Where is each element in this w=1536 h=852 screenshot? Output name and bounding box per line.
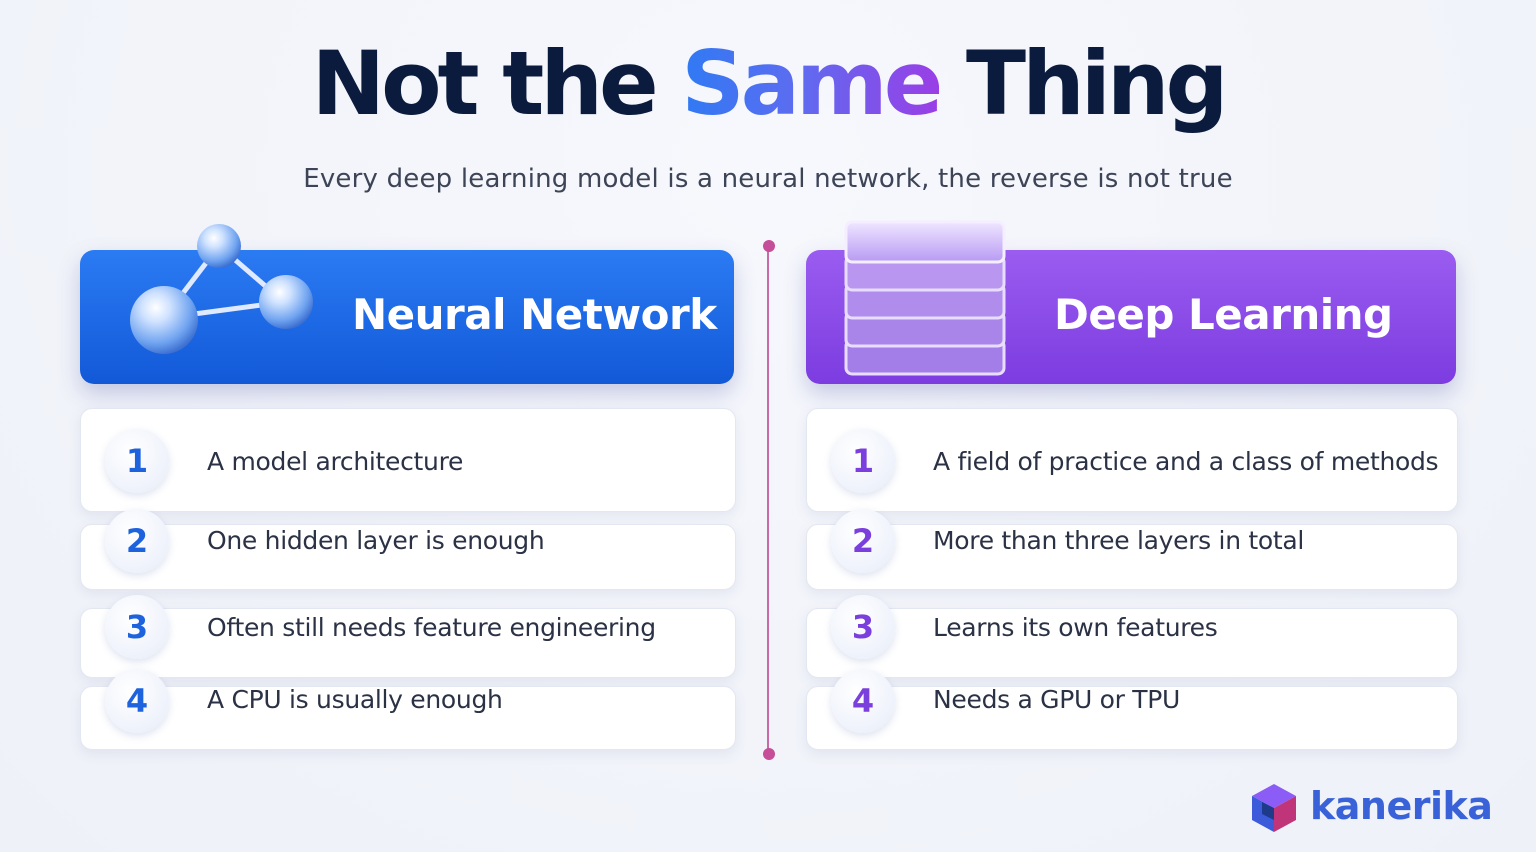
list-item: 4 Needs a GPU or TPU	[806, 669, 1458, 750]
number-badge: 2	[831, 509, 895, 573]
list-item: 3 Learns its own features	[806, 595, 1458, 678]
list-item: 2 More than three layers in total	[806, 509, 1458, 590]
item-text: A field of practice and a class of metho…	[933, 447, 1439, 476]
item-text: More than three layers in total	[933, 526, 1305, 555]
list-item: 2 One hidden layer is enough	[80, 509, 736, 590]
title-part-1: Not the	[311, 32, 682, 135]
list-item: 1 A model architecture	[80, 408, 736, 512]
number-badge: 1	[105, 429, 169, 493]
item-text: Often still needs feature engineering	[207, 613, 656, 642]
title-part-2: Thing	[939, 32, 1229, 135]
center-divider	[767, 246, 769, 754]
divider-bottom-dot	[763, 748, 775, 760]
list-item: 1 A field of practice and a class of met…	[806, 408, 1458, 512]
item-text: A CPU is usually enough	[207, 685, 503, 714]
divider-top-dot	[763, 240, 775, 252]
number-badge: 2	[105, 509, 169, 573]
subtitle: Every deep learning model is a neural ne…	[303, 164, 1233, 194]
title-accent: Same	[681, 32, 943, 135]
number-badge: 4	[105, 669, 169, 733]
item-text: One hidden layer is enough	[207, 526, 545, 555]
number-badge: 3	[831, 595, 895, 659]
number-badge: 4	[831, 669, 895, 733]
list-item: 3 Often still needs feature engineering	[80, 595, 736, 678]
molecule-network-icon	[130, 224, 313, 354]
list-item: 4 A CPU is usually enough	[80, 669, 736, 750]
item-text: Needs a GPU or TPU	[933, 685, 1181, 714]
stacked-layers-icon	[844, 220, 1006, 376]
neural-network-title: Neural Network	[352, 290, 717, 339]
cube-logo-icon	[1252, 784, 1296, 832]
item-text: A model architecture	[207, 447, 464, 476]
item-text: Learns its own features	[933, 613, 1218, 642]
logo-text: kanerika	[1310, 784, 1493, 828]
kanerika-logo: kanerika	[1246, 780, 1506, 840]
page-title: Not the Same Thing	[0, 32, 1536, 135]
number-badge: 3	[105, 595, 169, 659]
deep-learning-title: Deep Learning	[1054, 290, 1393, 339]
number-badge: 1	[831, 429, 895, 493]
